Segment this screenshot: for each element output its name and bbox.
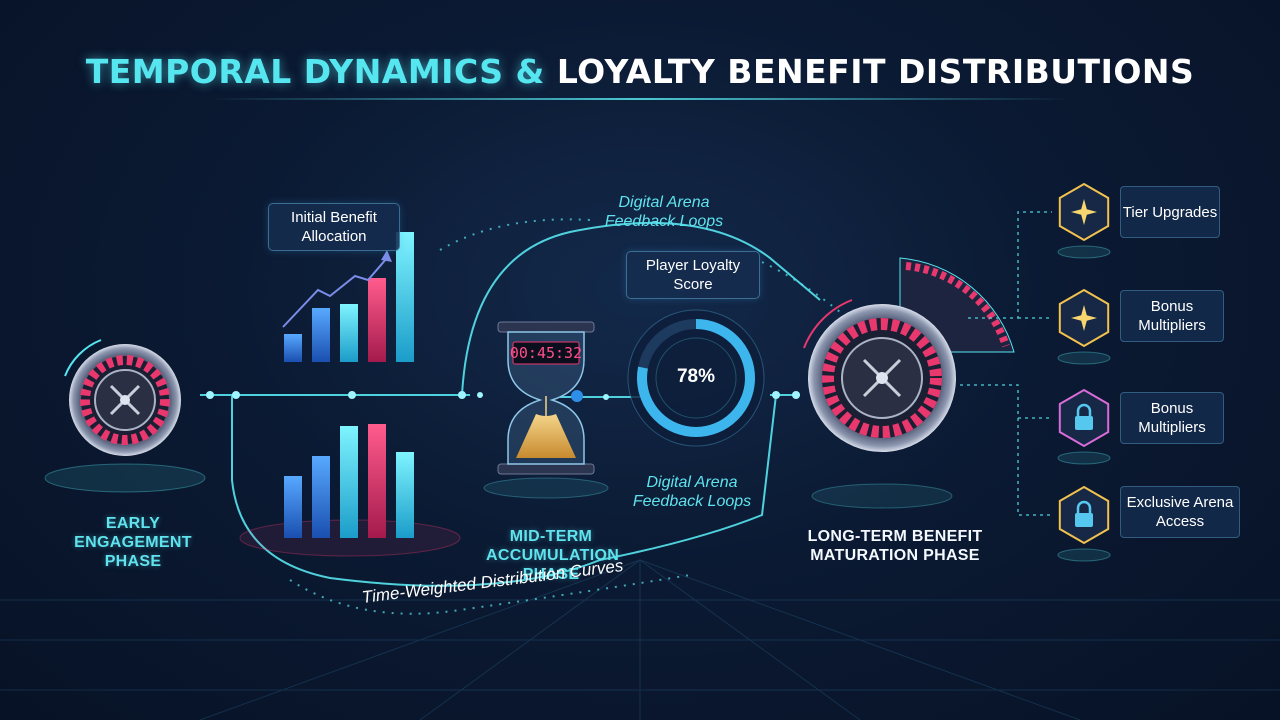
player-loyalty-label: Player Loyalty Score: [626, 251, 760, 299]
title-part-b: LOYALTY BENEFIT DISTRIBUTIONS: [556, 52, 1195, 91]
distribution-bar-chart: [239, 424, 461, 557]
bar: [312, 308, 330, 362]
bar: [368, 424, 386, 538]
bar: [312, 456, 330, 538]
title-divider: [210, 98, 1070, 100]
timeline-nodes: [206, 390, 800, 402]
title-part-a: TEMPORAL DYNAMICS &: [85, 52, 545, 91]
benefit-connectors: [960, 211, 1052, 516]
page-title: TEMPORAL DYNAMICS & LOYALTY BENEFIT DIST…: [0, 52, 1280, 91]
lock-icon: [1057, 388, 1111, 465]
benefit-hexes: [1057, 182, 1111, 562]
floor-grid: [0, 559, 1280, 720]
benefit-label-bonus-multipliers-2: Bonus Multipliers: [1120, 392, 1224, 444]
benefit-label-tier-upgrades: Tier Upgrades: [1120, 186, 1220, 238]
trend-arrow: [282, 257, 388, 328]
bar: [284, 476, 302, 538]
bar: [340, 426, 358, 538]
dotted-paths: [289, 218, 841, 615]
mid-phase-label: MID-TERM ACCUMULATION PHASE: [486, 528, 620, 583]
feedback-loops-bottom-label: Digital Arena Feedback Loops: [632, 474, 752, 510]
bar: [368, 278, 386, 362]
initial-benefit-label: Initial Benefit Allocation: [268, 203, 400, 251]
benefit-label-exclusive-access: Exclusive Arena Access: [1120, 486, 1240, 538]
bar: [340, 304, 358, 362]
benefit-label-bonus-multipliers: Bonus Multipliers: [1120, 290, 1224, 342]
lock-icon: [1057, 485, 1111, 562]
early-roulette-wheel: [44, 339, 206, 493]
early-phase-label: EARLY ENGAGEMENT PHASE: [74, 515, 192, 570]
sparkle-icon: [1057, 288, 1111, 365]
bar: [396, 232, 414, 362]
long-term-roulette-wheel: [803, 257, 1015, 509]
loyalty-score-value: 78%: [676, 366, 716, 387]
star-icon: [1057, 182, 1111, 259]
feedback-loops-top-label: Digital Arena Feedback Loops: [604, 194, 724, 230]
bar: [396, 452, 414, 538]
hourglass: [483, 321, 609, 499]
long-phase-label: LONG-TERM BENEFIT MATURATION PHASE: [807, 528, 983, 564]
bar: [284, 334, 302, 362]
hourglass-timer: 00:45:32: [510, 344, 582, 362]
loyalty-score-gauge: [627, 309, 765, 447]
initial-allocation-bar-chart: [282, 232, 414, 362]
